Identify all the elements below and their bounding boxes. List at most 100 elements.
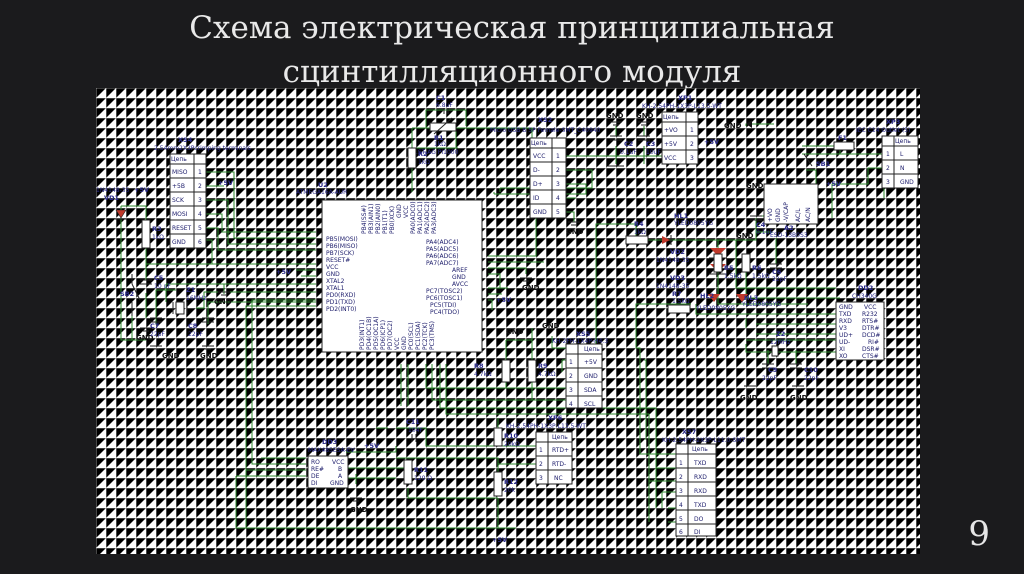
dd3-left-2: RE# [311, 466, 324, 473]
hl3-ref: HL3 [744, 294, 758, 302]
u2-right-pin-4: PA7(ADC7) [426, 260, 459, 267]
svg-text:4: 4 [556, 195, 560, 202]
dd3-5v: +5V [364, 442, 379, 450]
r3-ref: R3 [152, 225, 162, 233]
dd2-ref: DD2 [858, 284, 873, 292]
diode-vd1: 1N4148-35 VD1 +5V [96, 186, 149, 220]
svg-text:2: 2 [539, 461, 543, 468]
svg-text:4: 4 [569, 401, 573, 408]
u2-top-pin-9: PA1(ADC1) [417, 201, 424, 234]
hl3-part: YLED0805YG [741, 301, 781, 308]
xs7-pin-2: RXD [694, 474, 707, 481]
xs2-pin-1: VCC [533, 153, 545, 160]
u2-bottom-pin-3: PD5(OC1A) [373, 316, 380, 350]
resistor-r11: R11 120 Ω [403, 459, 432, 485]
u2-top-pin-10: PA2(ADC2) [424, 201, 431, 234]
u2-bottom-pin-8: PC0(SCL) [408, 322, 415, 350]
xp1-head: Цепь [663, 114, 679, 121]
a2-5v: +5V [826, 180, 841, 188]
resistor-r8: R8 4.7kΩ [474, 359, 511, 383]
svg-text:4: 4 [198, 211, 202, 218]
r12-value: 20k [504, 487, 516, 494]
xp1-5v: +5V [704, 138, 719, 146]
button-sb2: SB2 [120, 274, 141, 316]
u2-bottom-pin-11: PC3(TMS) [429, 321, 436, 350]
resistor-r7: R7 1.5kΩ [667, 290, 691, 314]
r8-value: 4.7kΩ [474, 371, 492, 378]
r4-value: 1kΩ [634, 229, 646, 236]
u2-top-pin-1: PB4(SS#) [361, 205, 368, 234]
xp1-pin-3: VCC [664, 155, 676, 162]
svg-text:5: 5 [556, 209, 560, 216]
z1-ref: Z1 [186, 286, 196, 294]
xp3-pin-2: N [900, 165, 905, 172]
xs7-part: KH-2.54PH-2X3P-L11.0-SMT [662, 437, 746, 444]
gnd-label-2: GND [162, 352, 180, 360]
hl2-ref: HL2 [700, 292, 714, 300]
r11-value: 120 Ω [414, 475, 432, 482]
u2-bottom-pin-6: VCC [394, 338, 401, 350]
svg-text:2: 2 [556, 167, 560, 174]
ic-dd2-ch340g: DD2 CH340G GND TXD RXD V3 UD+ UD- XI XO … [835, 284, 885, 361]
u2-right-pin-10: PC5(TDI) [430, 302, 456, 309]
u2-left-pin-8: XTAL1 [326, 285, 345, 292]
xp3-pin-1: L [900, 151, 904, 158]
svg-text:4: 4 [679, 502, 683, 509]
z2-value: 12MHz [770, 339, 790, 346]
svg-text:3: 3 [569, 387, 573, 394]
u2-top-pin-11: PA3(ADC3) [431, 201, 438, 234]
r6-ref: R6 [752, 264, 762, 272]
svg-text:3: 3 [556, 181, 560, 188]
svg-text:2: 2 [198, 183, 202, 190]
xp3-head: Цепь [895, 138, 911, 145]
xp6-head: Цепь [552, 434, 568, 441]
f1-ref: F1 [838, 134, 847, 142]
c9-gnd: GND [740, 394, 758, 402]
xs2-pin-2: D- [533, 167, 540, 174]
resistor-r3: R3 1kΩ [141, 219, 164, 249]
u2-left-pin-5: VCC [326, 264, 338, 271]
u2-bottom-pin-2: PD4(OC1B) [366, 316, 373, 350]
u2-right-pin-6: GND [452, 274, 466, 281]
dd3-right-4: GND [330, 480, 344, 487]
svg-text:5: 5 [198, 225, 202, 232]
dd3-right-1: VCC [332, 459, 344, 466]
xs4-pin-6: GND [172, 239, 186, 246]
xs4-5v-label: +5V [218, 179, 233, 187]
ic-dd3-max485: DD3 MAX485ESA-EV RO RE# DE DI VCC B A GN… [307, 438, 379, 514]
svg-text:3: 3 [198, 197, 202, 204]
c9-value: 22pF [762, 375, 777, 382]
capacitor-c3: C3 10uF [638, 135, 661, 156]
dd2-right-2: R232 [862, 311, 878, 318]
xs2-pin-5: GND [533, 209, 547, 216]
xs5-pin-4: SCL [584, 401, 596, 408]
svg-text:2: 2 [679, 474, 683, 481]
xp1-pin-2: +5V [664, 141, 678, 148]
dd3-right-3: A [338, 473, 343, 480]
connector-xs2-usb: XS2 Micro USB B 5P Female-SMT_C40940 Цеп… [490, 116, 601, 236]
vd1-5v: +5V [134, 186, 149, 194]
xs5-part: KH-2FH-1X4P-H4.3 [552, 338, 608, 345]
dd2-left-2: TXD [838, 311, 852, 318]
c1-ref: C1 [436, 94, 446, 102]
xp1-ref: XP1 [678, 94, 693, 102]
xp6-part: KH-2.54PH-1X3P-L13.5-WT [506, 423, 586, 430]
a2-gnd: GND [746, 182, 764, 190]
capacitor-c6: C6 22pF [770, 263, 787, 283]
gnd-label-5: GND [606, 112, 624, 120]
r12-ref: R12 [504, 478, 518, 486]
c5-value: 10 uF [154, 283, 171, 290]
xs4-head: Цепь [171, 156, 187, 163]
svg-text:1: 1 [886, 151, 890, 158]
u2-bottom-pin-1: PD3(INT1) [359, 320, 366, 350]
xp6-pin-2: RTD- [552, 461, 566, 468]
led-hl1: HL1 YLED0805YG [662, 212, 713, 245]
r9-value: 4.7kΩ [538, 371, 556, 378]
svg-text:1: 1 [679, 460, 683, 467]
svg-text:1: 1 [556, 153, 560, 160]
fuse-f1: F1 [833, 134, 855, 151]
dd2-right-7: DSR# [862, 346, 880, 353]
led-hl3: HL3 YLED0805YG [736, 294, 781, 308]
u2-right-5v-label: +5V [496, 296, 511, 304]
